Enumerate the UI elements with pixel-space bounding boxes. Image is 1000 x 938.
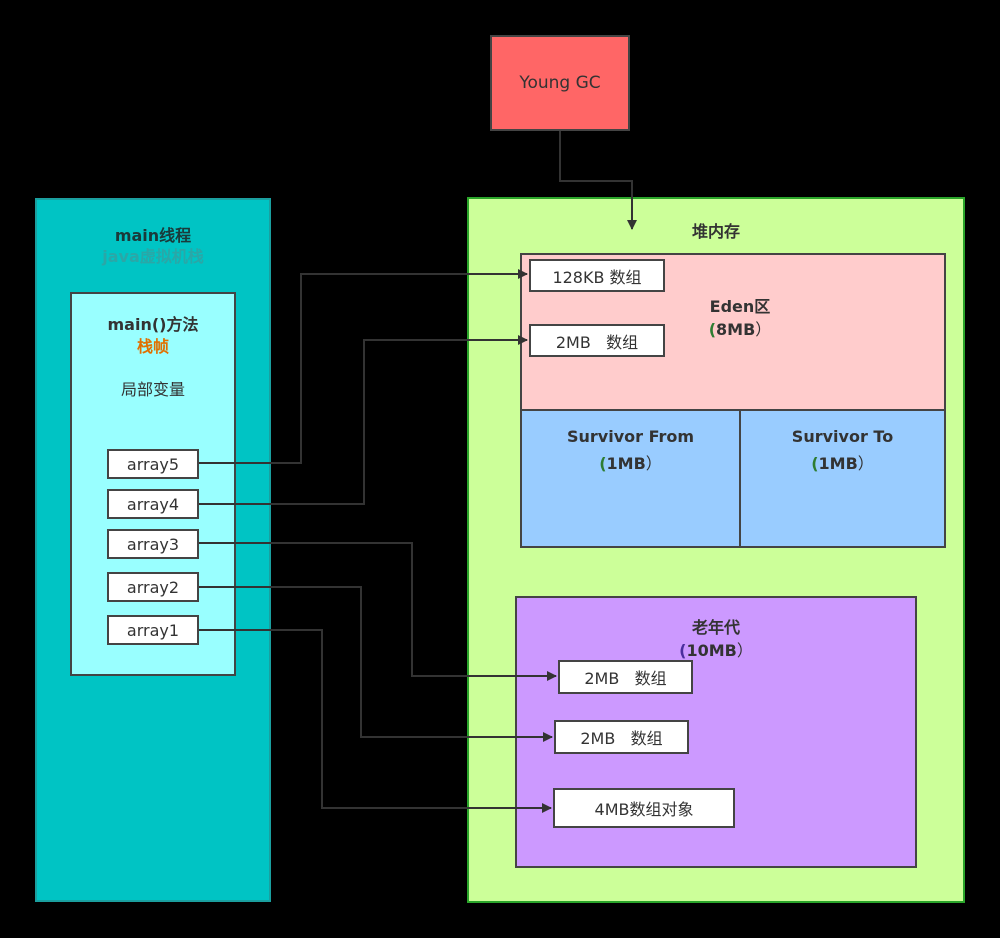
- eden-object-128kb-array: 128KB 数组: [529, 259, 665, 292]
- main-thread-title: main线程: [114, 226, 192, 245]
- eden-size: (8MB）: [708, 320, 772, 339]
- old-generation-size: (10MB）: [679, 641, 753, 660]
- survivor-to-size: (1MB）: [811, 454, 874, 473]
- variable-array1: array1: [107, 615, 199, 645]
- survivor-from-size: (1MB）: [599, 454, 662, 473]
- survivor-from-title: Survivor From: [566, 427, 695, 446]
- variable-array2: array2: [107, 572, 199, 602]
- jvm-stack-subtitle: java虚拟机栈: [102, 247, 204, 266]
- survivor-from-region: [520, 409, 741, 548]
- heap-title: 堆内存: [691, 222, 740, 241]
- frame-subtitle: 栈帧: [136, 337, 169, 356]
- old-generation-title: 老年代: [691, 618, 740, 637]
- survivor-to-title: Survivor To: [791, 427, 894, 446]
- young-gc-box: Young GC: [490, 35, 630, 131]
- variable-array3: array3: [107, 529, 199, 559]
- local-variables-label: 局部变量: [120, 380, 185, 399]
- eden-object-2mb-array: 2MB 数组: [529, 324, 665, 357]
- old-gen-object-4mb-array: 4MB数组对象: [553, 788, 735, 828]
- variable-array5: array5: [107, 449, 199, 479]
- young-gc-label: Young GC: [519, 73, 601, 93]
- old-gen-object-2mb-array-2: 2MB 数组: [554, 720, 689, 754]
- variable-array4: array4: [107, 489, 199, 519]
- eden-title: Eden区: [709, 297, 771, 316]
- frame-title: main()方法: [107, 315, 199, 334]
- survivor-to-region: [739, 409, 946, 548]
- old-gen-object-2mb-array-1: 2MB 数组: [558, 660, 693, 694]
